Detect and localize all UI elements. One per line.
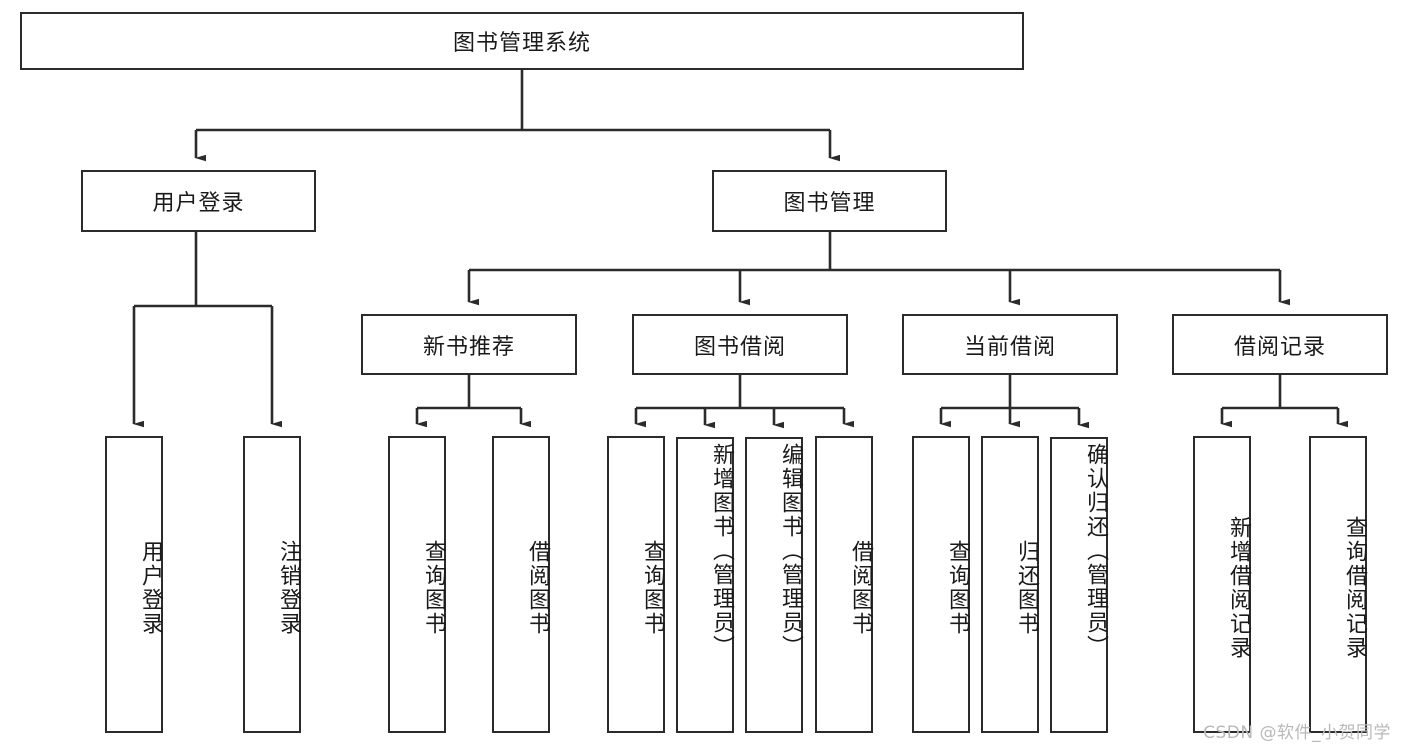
leaf-borrow-query-book[interactable]: 查询图书 (607, 436, 665, 733)
leaf-label: 借阅图书 (525, 539, 550, 636)
csdn-watermark: CSDN @软件_小贺同学 (1203, 723, 1391, 743)
leaf-label: 归还图书 (1014, 539, 1039, 636)
leaf-borrow-add-book[interactable]: 新增图书（管理员） (676, 437, 734, 733)
leaf-newbook-query-book[interactable]: 查询图书 (388, 436, 446, 733)
leaf-record-query-record[interactable]: 查询借阅记录 (1309, 436, 1367, 733)
node-book-management-label: 图书管理 (783, 191, 876, 216)
leaf-label: 查询图书 (640, 539, 665, 636)
leaf-record-add-record[interactable]: 新增借阅记录 (1193, 436, 1251, 733)
leaf-label: 新增借阅记录 (1226, 515, 1251, 660)
leaf-current-query-book[interactable]: 查询图书 (912, 436, 970, 733)
leaf-label: 新增图书（管理员） (709, 443, 734, 659)
node-user-login-label: 用户登录 (152, 191, 245, 216)
leaf-label: 查询图书 (945, 539, 970, 636)
node-borrow-record[interactable]: 借阅记录 (1172, 314, 1388, 375)
leaf-label: 编辑图书（管理员） (778, 443, 803, 659)
node-current-borrow-label: 当前借阅 (963, 334, 1056, 360)
leaf-label: 查询借阅记录 (1342, 515, 1367, 660)
node-book-management[interactable]: 图书管理 (712, 170, 947, 232)
node-new-book-recommend[interactable]: 新书推荐 (361, 314, 577, 375)
leaf-borrow-borrow-book[interactable]: 借阅图书 (815, 436, 873, 733)
node-user-login[interactable]: 用户登录 (81, 170, 316, 232)
leaf-borrow-edit-book[interactable]: 编辑图书（管理员） (745, 437, 803, 733)
leaf-label: 注销登录 (276, 539, 301, 636)
leaf-newbook-borrow-book[interactable]: 借阅图书 (492, 436, 550, 733)
leaf-label: 借阅图书 (848, 539, 873, 636)
leaf-label: 确认归还（管理员） (1083, 443, 1108, 659)
node-new-book-recommend-label: 新书推荐 (422, 334, 515, 360)
leaf-user-login-logout[interactable]: 注销登录 (243, 436, 301, 733)
node-borrow-record-label: 借阅记录 (1233, 334, 1326, 360)
node-root-label: 图书管理系统 (452, 31, 591, 56)
node-current-borrow[interactable]: 当前借阅 (902, 314, 1118, 375)
leaf-label: 查询图书 (421, 539, 446, 636)
leaf-current-return-book[interactable]: 归还图书 (981, 436, 1039, 733)
leaf-user-login-login[interactable]: 用户登录 (105, 436, 163, 733)
leaf-current-confirm-return[interactable]: 确认归还（管理员） (1050, 437, 1108, 733)
node-root[interactable]: 图书管理系统 (20, 12, 1024, 70)
node-book-borrow[interactable]: 图书借阅 (632, 314, 848, 375)
leaf-label: 用户登录 (138, 539, 163, 636)
node-book-borrow-label: 图书借阅 (693, 334, 786, 360)
